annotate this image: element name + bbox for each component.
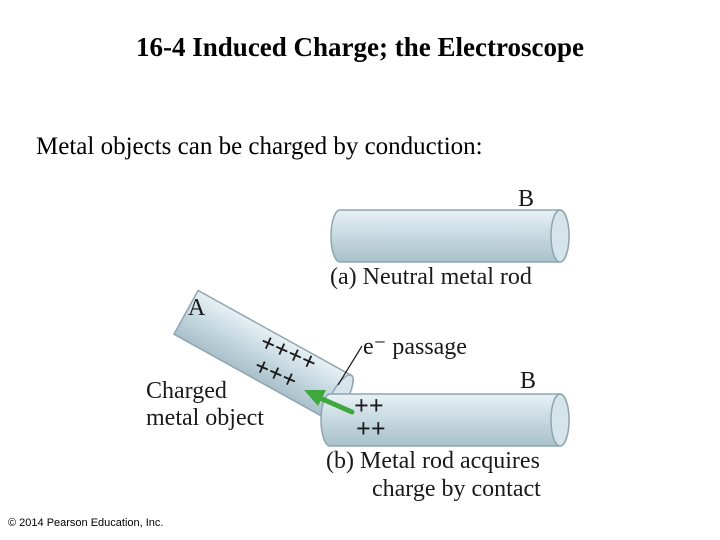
plus-charges-b-row2: ++ [356, 414, 386, 443]
caption-b-line2: charge by contact [372, 476, 541, 502]
charged-rod [320, 393, 570, 447]
electron-passage-label: e⁻ passage [363, 334, 467, 360]
electron-arrow [304, 390, 355, 415]
plus-charges-b-row1: ++ [354, 391, 384, 420]
object-label-line2: metal object [146, 405, 264, 431]
object-label-line1: Charged [146, 378, 227, 404]
rod-label-b-bottom: B [520, 368, 536, 394]
slide-subtitle: Metal objects can be charged by conducti… [36, 133, 483, 160]
rod-label-b-top: B [518, 186, 534, 212]
slide-title: 16-4 Induced Charge; the Electroscope [136, 32, 584, 62]
caption-a: (a) Neutral metal rod [330, 264, 532, 290]
object-label-a: A [188, 295, 206, 321]
caption-b-line1: (b) Metal rod acquires [326, 448, 540, 474]
copyright-notice: © 2014 Pearson Education, Inc. [8, 517, 164, 529]
neutral-rod [330, 209, 570, 263]
electron-pointer-line [337, 345, 363, 386]
